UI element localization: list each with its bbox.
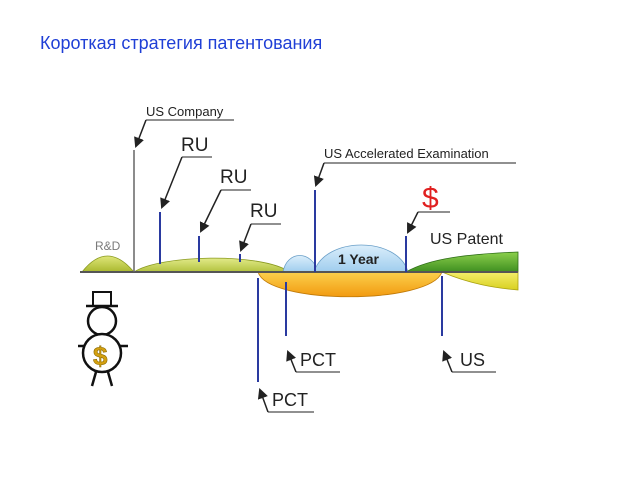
slide-title: Короткая стратегия патентования — [40, 33, 323, 53]
ru-label-1: RU — [181, 135, 208, 156]
rnd-hump — [81, 255, 135, 273]
one-year-label: 1 Year — [338, 251, 380, 267]
figure-dollar-sign: $ — [93, 341, 108, 371]
orange-pct-phase — [257, 271, 443, 298]
ru-label-3: RU — [250, 201, 277, 222]
rnd-label: R&D — [95, 239, 121, 253]
pct-leader-2 — [257, 388, 269, 413]
ru-leader-1 — [160, 156, 183, 209]
us-leader — [442, 350, 453, 373]
dollar-leader — [407, 211, 419, 234]
ru-leader-3 — [239, 223, 252, 252]
us-company-leader — [134, 119, 147, 148]
us-label: US — [460, 350, 485, 370]
ru-hump — [132, 257, 292, 273]
us-accelerated-leader — [313, 162, 325, 187]
dollar-label: $ — [422, 182, 439, 215]
us-patent-yellow-wedge — [441, 271, 519, 291]
us-company-label: US Company — [146, 104, 224, 119]
pct-leader-1 — [286, 350, 297, 373]
ru-leader-2 — [199, 189, 222, 233]
us-patent-label: US Patent — [430, 231, 503, 248]
us-patent-green-wedge — [404, 251, 519, 273]
pct-label-1: PCT — [300, 350, 336, 370]
us-accelerated-label: US Accelerated Examination — [324, 146, 489, 161]
ru-label-2: RU — [220, 167, 247, 188]
investor-figure-icon: $ — [78, 291, 128, 387]
pct-label-2: PCT — [272, 390, 308, 410]
small-blue-hump — [282, 255, 319, 273]
